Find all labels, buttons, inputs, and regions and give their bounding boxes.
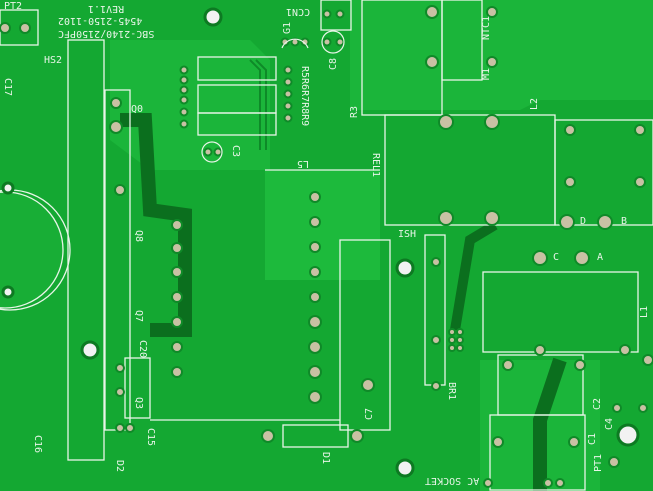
g1-outline <box>281 38 309 49</box>
label-c15: C15 <box>145 428 156 447</box>
label-c8: C8 <box>328 57 339 70</box>
label-br1: BR1 <box>446 382 457 401</box>
label-l1: L1 <box>639 305 650 318</box>
label-resistors: R5R6R7R8R9 <box>299 66 310 127</box>
label-l5: L5 <box>297 158 310 169</box>
label-c16: C16 <box>32 435 43 454</box>
label-ac-socket: AC SOCKET <box>425 475 480 486</box>
label-pin-c: C <box>553 252 560 263</box>
label-d1: D1 <box>320 452 331 465</box>
mounting-holes <box>1 7 640 478</box>
copper-pour <box>350 0 653 110</box>
pads <box>0 5 653 488</box>
label-model: SBC-2140/2150PFC <box>58 28 155 39</box>
label-ish: ISH <box>398 229 417 240</box>
label-r3: R3 <box>349 105 360 118</box>
label-rel1: REL1 <box>370 153 381 178</box>
label-l2: L2 <box>529 97 540 110</box>
label-c20: C20 <box>137 340 148 359</box>
label-c17: C17 <box>2 78 13 97</box>
label-ccn1: CCN1 <box>286 6 311 17</box>
capacitor-c8-outline <box>321 30 345 54</box>
copper-pour <box>265 170 380 280</box>
label-q0: Q0 <box>131 104 144 115</box>
label-pin-a: A <box>597 252 604 263</box>
signal-trace <box>249 59 267 150</box>
label-g1: G1 <box>282 21 293 34</box>
label-hs2: HS2 <box>44 55 63 66</box>
label-c4: C4 <box>604 417 615 430</box>
label-q3: Q3 <box>133 397 144 410</box>
label-q7: Q7 <box>133 310 144 323</box>
label-pt2: PT2 <box>4 1 23 12</box>
label-ntc1: NTC1 <box>481 15 492 40</box>
label-pin-d: D <box>580 216 587 227</box>
label-c2: C2 <box>592 397 603 410</box>
label-pt1: PT1 <box>593 453 604 472</box>
power-trace <box>120 113 192 337</box>
label-revision: REV1.1 <box>88 3 125 14</box>
capacitor-c3-outline <box>201 141 223 163</box>
label-c7: C7 <box>364 407 375 420</box>
label-c1: C1 <box>587 432 598 445</box>
label-part-no: 4545-2150-1102 <box>58 15 143 26</box>
label-c3: C3 <box>230 145 241 158</box>
label-d2: D2 <box>114 460 125 473</box>
power-trace <box>533 357 567 491</box>
label-q8: Q8 <box>133 230 144 243</box>
label-pin-b: B <box>621 216 628 227</box>
power-trace <box>450 220 498 331</box>
label-m1: M1 <box>481 67 492 80</box>
